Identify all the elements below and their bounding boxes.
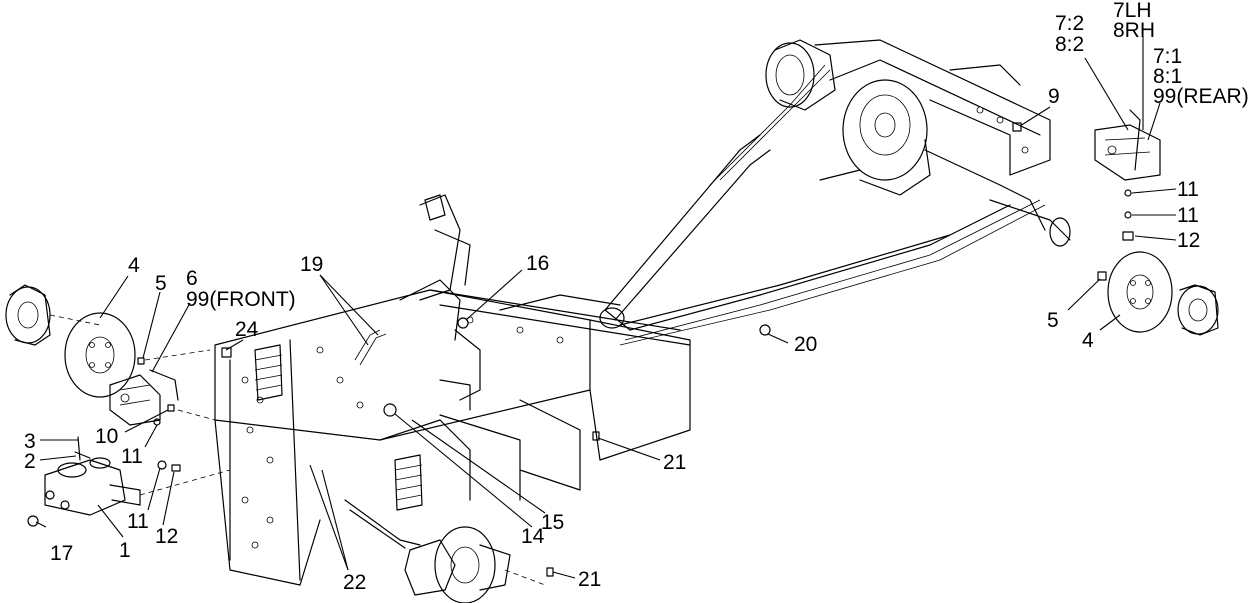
rear-hub [1177,284,1219,336]
callout-19: 19 [300,253,323,276]
callout-2: 2 [24,450,36,473]
callout-labels: 1 2 3 4 5 6 99(FRONT) 10 11 11 12 14 15 … [24,0,1249,594]
rear-caliper [1012,109,1161,241]
callout-3: 3 [24,430,36,453]
callout-11-b: 11 [127,510,149,533]
bolt-21a [592,431,600,441]
callout-12-rear: 12 [1177,229,1200,252]
callout-6: 6 [186,267,198,290]
callout-8-1: 8:1 [1153,65,1182,88]
callout-4-front: 4 [128,254,140,277]
front-hub-left [5,284,101,346]
callout-21-b: 21 [578,568,601,591]
callout-11-c: 11 [1177,178,1199,201]
callout-12-front: 12 [155,525,178,548]
front-hub-right [344,499,546,603]
callout-24: 24 [235,318,259,341]
callout-4-rear: 4 [1082,329,1094,352]
front-bolts [137,347,232,472]
callout-1: 1 [119,539,131,562]
callout-22: 22 [343,571,366,594]
front-caliper [109,369,179,426]
callout-8rh: 8RH [1113,19,1155,42]
a-arm-and-cables [599,64,1046,346]
callout-8-2: 8:2 [1055,33,1084,56]
frame-holes [241,316,564,549]
callout-7lh: 7LH [1113,0,1152,22]
callout-10: 10 [95,425,118,448]
front-frame [214,289,691,586]
callout-9: 9 [1048,85,1060,108]
bracket-14 [383,403,397,417]
bolt-21b [546,567,554,577]
callout-20: 20 [794,333,817,356]
rear-axle-assembly [765,39,1071,247]
master-cylinder [27,436,231,527]
callout-16: 16 [526,252,549,275]
callout-99-rear: 99(REAR) [1153,85,1249,108]
leader-lines [35,36,1177,579]
clamp-20 [759,324,771,336]
front-brake-disc [64,312,136,398]
rear-brake-disc [1097,251,1173,333]
clip-16 [457,317,469,329]
callout-99-front: 99(FRONT) [186,288,296,311]
pedal-assembly [254,194,481,511]
callout-14: 14 [521,525,545,548]
callout-21-a: 21 [663,451,686,474]
callout-5-rear: 5 [1047,309,1059,332]
callout-11-d: 11 [1177,204,1199,227]
callout-15: 15 [541,511,564,534]
callout-17: 17 [50,542,73,565]
callout-7-1: 7:1 [1153,45,1182,68]
callout-11-a: 11 [121,445,143,468]
callout-7-2: 7:2 [1055,12,1084,35]
callout-5-front: 5 [155,272,167,295]
